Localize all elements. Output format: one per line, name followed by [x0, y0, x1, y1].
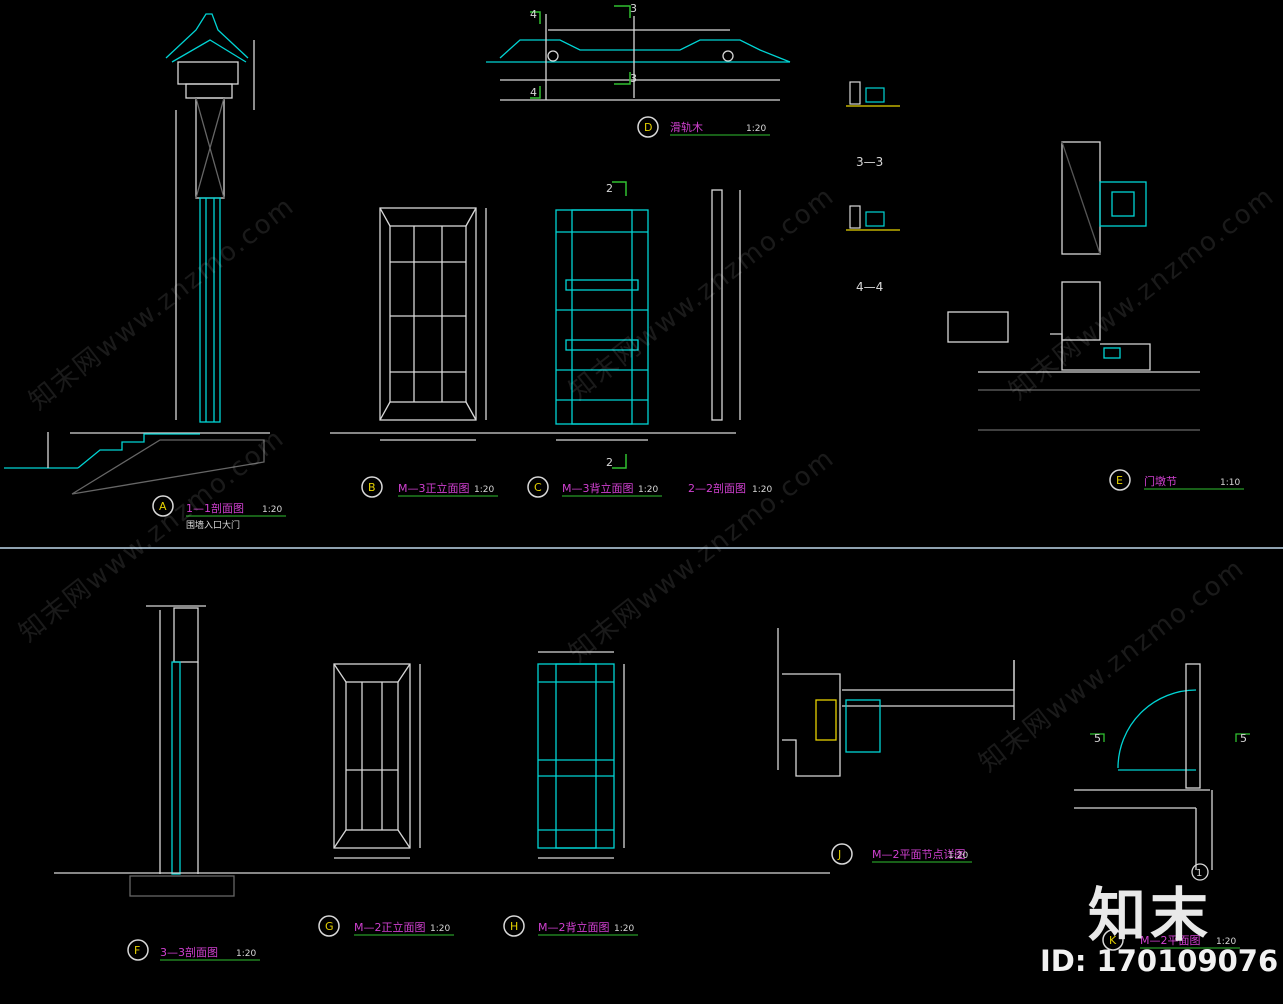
- detail-scale: 1:20: [474, 485, 494, 495]
- cut-mark-2-bottom: 2: [606, 456, 613, 469]
- callout-bubble: [152, 495, 174, 517]
- callout-letter: H: [510, 920, 518, 933]
- detail-extra-scale: 1:20: [752, 485, 772, 495]
- callout-k: K M—2平面图 1:20: [1102, 929, 1240, 951]
- detail-scale: 1:20: [1216, 937, 1236, 947]
- detail-title: M—2平面节点详图: [872, 847, 966, 861]
- callout-letter: G: [325, 920, 334, 933]
- detail-e-pier: [947, 141, 1200, 431]
- callout-letter: K: [1109, 934, 1117, 947]
- detail-scale: 1:20: [430, 924, 450, 934]
- cut-mark-2-top: 2: [606, 182, 613, 195]
- callout-letter: E: [1116, 474, 1123, 487]
- cut-mark-4-top: 4: [530, 8, 537, 21]
- detail-title: 门墩节: [1144, 474, 1177, 488]
- detail-d-rail: [486, 14, 791, 101]
- detail-g-door: [333, 663, 421, 859]
- section-label-3-3: 3—3: [856, 155, 883, 169]
- detail-h-door: [537, 651, 625, 859]
- cut-mark-5-right: 5: [1240, 732, 1247, 745]
- detail-f-section: [54, 605, 830, 897]
- callout-bubble: [637, 116, 659, 138]
- callout-d: D 滑轨木 1:20: [637, 116, 770, 138]
- callout-g: G M—2正立面图 1:20: [318, 915, 454, 937]
- callout-f: F 3—3剖面图 1:20: [127, 939, 260, 961]
- detail-extra-title: 2—2剖面图: [688, 481, 746, 495]
- detail-title: M—3背立面图: [562, 481, 634, 495]
- callout-letter: F: [134, 944, 140, 957]
- grid-bubble-label: 1: [1196, 868, 1202, 879]
- detail-scale: 1:10: [1220, 478, 1240, 488]
- callout-bubble: [127, 939, 149, 961]
- detail-scale: 1:20: [746, 124, 766, 134]
- brand-logo: 知末: [1088, 881, 1213, 949]
- detail-title: M—2平面图: [1140, 934, 1201, 947]
- callout-bubble: [361, 476, 383, 498]
- cut-mark-3-bottom: 3: [630, 72, 637, 85]
- detail-scale: 1:20: [614, 924, 634, 934]
- callout-e: E 门墩节 1:10: [1109, 469, 1244, 491]
- grid-bubble: 1: [1191, 863, 1209, 881]
- callout-bubble: [318, 915, 340, 937]
- detail-b-door: [330, 207, 736, 441]
- callout-bubble: [527, 476, 549, 498]
- cut-mark-labels: 2 2 3 3 4 4 5 5: [530, 2, 1247, 745]
- detail-title: M—2背立面图: [538, 920, 610, 934]
- detail-title: M—3正立面图: [398, 481, 470, 495]
- detail-scale: 1:20: [948, 851, 968, 861]
- detail-scale: 1:20: [236, 949, 256, 959]
- image-id: ID: 170109076: [1040, 944, 1279, 978]
- detail-j-node: [777, 628, 1015, 777]
- callout-b: B M—3正立面图 1:20: [361, 476, 498, 498]
- callout-h: H M—2背立面图 1:20: [503, 915, 638, 937]
- detail-title: 滑轨木: [670, 120, 703, 134]
- callout-bubble: [1109, 469, 1131, 491]
- detail-scale: 1:20: [262, 505, 282, 515]
- cut-mark-3-top: 3: [630, 2, 637, 15]
- callout-letter: J: [837, 848, 841, 861]
- detail-a-pillar-section: [4, 13, 270, 495]
- detail-k-plan: [1074, 663, 1250, 870]
- callout-letter: B: [368, 481, 376, 494]
- callout-a: A 1—1剖面图 1:20 围墙入口大门: [152, 495, 286, 531]
- callout-bubble: [503, 915, 525, 937]
- small-sections: [846, 81, 900, 231]
- callout-letter: D: [644, 121, 652, 134]
- detail-note: 围墙入口大门: [186, 519, 240, 531]
- detail-c-door: [555, 189, 741, 441]
- callout-letter: A: [159, 500, 167, 513]
- detail-scale: 1:20: [638, 485, 658, 495]
- section-label-4-4: 4—4: [856, 280, 883, 294]
- detail-title: 3—3剖面图: [160, 945, 218, 959]
- cut-mark-5-left: 5: [1094, 732, 1101, 745]
- cut-marks: [530, 5, 631, 469]
- detail-title: M—2正立面图: [354, 920, 426, 934]
- callout-c: C M—3背立面图 1:20 2—2剖面图 1:20: [527, 476, 772, 498]
- detail-title: 1—1剖面图: [186, 501, 244, 515]
- cut-mark-4-bottom: 4: [530, 86, 537, 99]
- callout-bubble: [1102, 929, 1124, 951]
- callout-letter: C: [534, 481, 542, 494]
- callout-bubble: [831, 843, 853, 865]
